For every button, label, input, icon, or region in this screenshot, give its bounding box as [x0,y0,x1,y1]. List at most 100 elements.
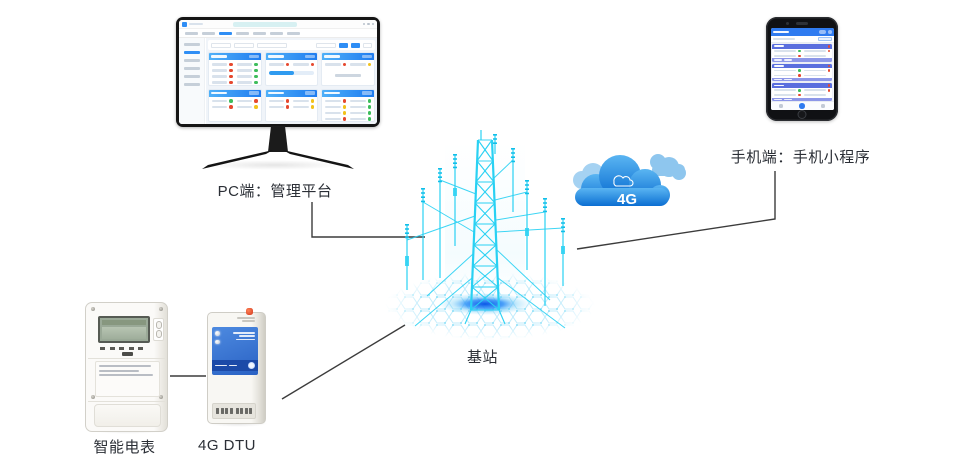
status-cell [774,93,801,97]
status-cell [212,74,233,78]
status-cell [350,99,371,103]
text-skeleton [774,89,796,92]
tab-skeleton [236,31,249,35]
nameplate-text-skeleton [99,365,151,367]
text-skeleton [325,105,341,108]
text-skeleton [212,69,228,72]
text-skeleton [268,105,284,108]
base-station-illustration [385,130,595,340]
window-control-icon [367,22,370,26]
meter-nameplate [95,361,160,397]
meter-button [155,330,162,338]
card-action-chip [248,54,259,59]
status-dot [827,49,830,53]
status-cell [774,69,801,72]
tab-skeleton [270,31,283,35]
terminal-slot [249,408,252,414]
dtu-model-text-skeleton [229,364,237,367]
status-cell [325,117,347,121]
sidebar-item-skeleton [183,51,200,54]
phone-filter-row [770,36,834,43]
status-cell [325,62,347,66]
tab-icon [799,103,805,109]
text-skeleton [784,78,792,81]
dashboard-card [264,52,319,86]
sidebar-item-skeleton [183,75,200,78]
status-cell [350,117,371,121]
card-header [322,89,374,97]
status-cell [236,74,258,78]
status-grid [268,62,315,66]
status-dot [254,99,258,103]
status-cell [236,80,258,84]
filter-input-skeleton [316,42,336,48]
phone-card-row [772,88,832,93]
card-body [266,97,318,122]
text-skeleton [803,69,826,72]
text-skeleton [803,54,826,57]
home-button [797,109,807,119]
sidebar-item-skeleton [183,43,200,46]
status-cell [774,49,801,53]
app-logo-icon [182,21,187,27]
phone-card-footer [772,97,832,102]
smart-meter [85,302,168,432]
monitor-topbar [179,20,377,29]
card-header [265,89,318,97]
mini-cloud-icon [613,175,634,187]
text-skeleton [325,111,341,114]
status-cell [325,111,347,115]
status-dot [229,62,233,66]
text-skeleton [212,75,228,78]
status-cell [212,68,233,72]
dashboard-card [208,52,262,86]
status-dot [342,117,347,121]
text-skeleton [293,63,309,66]
earpiece-icon [796,22,808,25]
dtu-label: 4G DTU [197,437,256,454]
text-skeleton [212,81,228,84]
text-skeleton [350,105,366,108]
terminal-slot [229,408,233,414]
text-skeleton [350,99,366,102]
meter-button [155,320,162,329]
status-cell [236,62,258,66]
status-cell [803,74,831,77]
primary-button-skeleton [351,42,360,48]
dtu-face-panel [212,327,258,375]
status-cell [268,105,290,109]
app-title-skeleton [772,31,789,33]
dtu-model-band [212,360,258,371]
card-title-skeleton [324,55,341,58]
dashboard-card [208,88,262,122]
card-body [209,60,261,85]
text-skeleton [803,50,826,52]
meter-indicator-row [100,347,143,350]
status-dot [229,74,233,78]
card-header [265,53,318,60]
progress-fill [268,71,294,75]
monitor-main-area [206,38,377,124]
dtu-text-skeleton [236,338,255,341]
empty-placeholder [335,74,362,77]
status-cell [325,105,347,109]
terminal-slot [235,408,239,414]
header-action-skeleton [818,30,826,34]
status-cell [212,105,233,109]
card-action-chip [362,91,372,95]
terminal-slots [235,408,252,414]
dashboard-card [264,88,319,122]
text-skeleton [236,99,253,102]
status-dot [367,111,371,115]
brand-logo-icon [248,362,255,369]
lcd-digits-area [102,327,146,339]
status-dot [827,89,830,92]
status-cell [803,89,830,92]
status-cell [293,99,315,103]
sidebar-item-skeleton [183,67,200,70]
text-skeleton [268,99,284,102]
status-cell [268,62,290,66]
text-skeleton [325,99,341,102]
text-skeleton [325,63,341,66]
status-cell [293,105,315,109]
